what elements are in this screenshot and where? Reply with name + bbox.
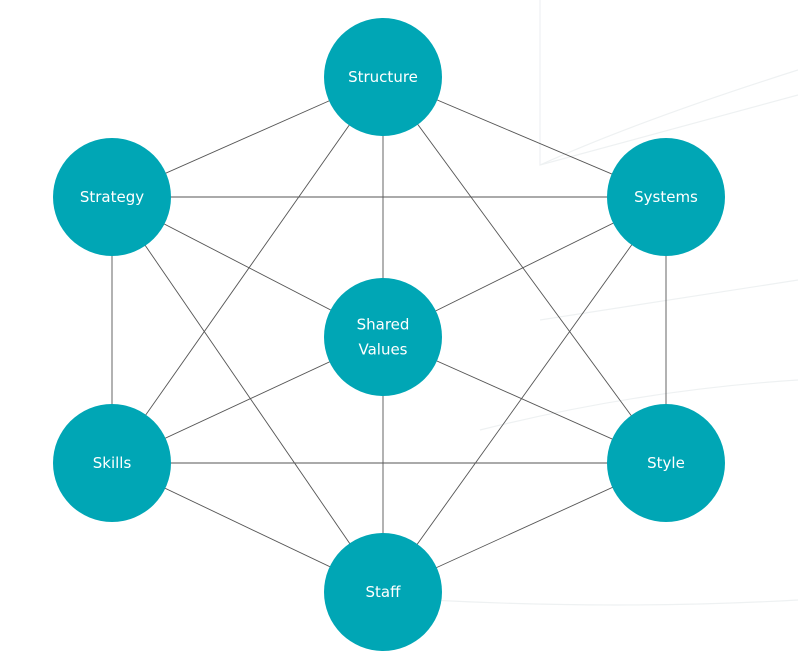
node-structure: Structure — [324, 18, 442, 136]
edge-strategy-staff — [111, 196, 384, 593]
node-circle-systems — [607, 138, 725, 256]
node-style: Style — [607, 404, 725, 522]
node-label-systems: Systems — [634, 188, 698, 206]
node-circle-skills — [53, 404, 171, 522]
node-strategy: Strategy — [53, 138, 171, 256]
node-label-skills: Skills — [93, 454, 132, 472]
edge-structure-style — [382, 76, 667, 464]
edge-systems-staff — [382, 196, 667, 593]
node-staff: Staff — [324, 533, 442, 651]
node-circle-style — [607, 404, 725, 522]
background-decoration — [429, 0, 798, 606]
node-label-shared-values: Values — [358, 341, 407, 359]
node-circle-shared-values — [324, 278, 442, 396]
node-skills: Skills — [53, 404, 171, 522]
node-circle-structure — [324, 18, 442, 136]
node-label-structure: Structure — [348, 68, 418, 86]
node-label-style: Style — [647, 454, 685, 472]
edge-structure-skills — [111, 76, 384, 464]
node-label-shared-values: Shared — [357, 316, 410, 334]
node-label-staff: Staff — [366, 583, 402, 601]
node-circle-staff — [324, 533, 442, 651]
node-label-strategy: Strategy — [80, 188, 144, 206]
node-circle-strategy — [53, 138, 171, 256]
node-systems: Systems — [607, 138, 725, 256]
